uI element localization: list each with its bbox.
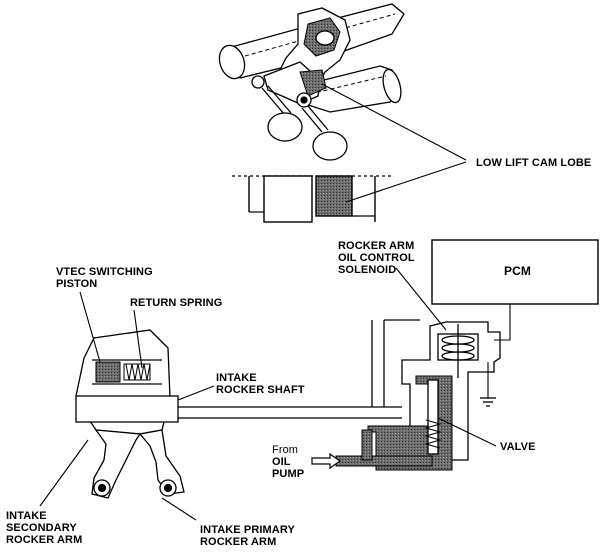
pcm-box xyxy=(431,239,599,305)
label-vtec-switching-piston: VTEC SWITCHING PISTON xyxy=(56,266,153,290)
low-lift-leaders xyxy=(321,83,467,203)
oil-gallery xyxy=(178,319,420,419)
label-line: INTAKE xyxy=(216,372,257,384)
label-line: SOLENOID xyxy=(338,264,397,276)
solenoid-assembly xyxy=(335,304,511,471)
oil-flow-arrow xyxy=(311,452,342,470)
label-line: OIL CONTROL xyxy=(338,252,415,264)
label-line: From xyxy=(272,444,299,456)
camshaft-assembly xyxy=(218,3,405,161)
label-line: ROCKER SHAFT xyxy=(216,384,305,396)
label-from-oil-pump: From OIL PUMP xyxy=(272,444,304,480)
label-line: SECONDARY xyxy=(6,522,77,534)
label-line: ROCKER ARM xyxy=(6,534,83,546)
rocker-shaft-assembly xyxy=(75,329,185,499)
label-line: INTAKE PRIMARY xyxy=(200,524,295,536)
label-low-lift-cam-lobe: LOW LIFT CAM LOBE xyxy=(476,157,592,169)
label-line: ROCKER ARM xyxy=(200,536,277,548)
label-intake-secondary-rocker-arm: INTAKE SECONDARY ROCKER ARM xyxy=(6,510,82,546)
label-line: OIL xyxy=(272,456,291,468)
label-pcm: PCM xyxy=(504,264,531,278)
label-line: VTEC SWITCHING xyxy=(56,266,153,278)
label-intake-primary-rocker-arm: INTAKE PRIMARY ROCKER ARM xyxy=(200,524,295,548)
leader-lines xyxy=(39,267,497,521)
label-line: PISTON xyxy=(56,278,98,290)
cam-lobe-section xyxy=(232,175,392,223)
label-line: ROCKER ARM xyxy=(338,240,415,252)
label-line: INTAKE xyxy=(6,510,47,522)
label-return-spring: RETURN SPRING xyxy=(130,297,223,309)
label-line: PUMP xyxy=(272,468,305,480)
label-intake-rocker-shaft: INTAKE ROCKER SHAFT xyxy=(216,372,305,396)
label-rocker-arm-solenoid: ROCKER ARM OIL CONTROL SOLENOID xyxy=(338,240,415,276)
label-valve: VALVE xyxy=(500,441,536,453)
